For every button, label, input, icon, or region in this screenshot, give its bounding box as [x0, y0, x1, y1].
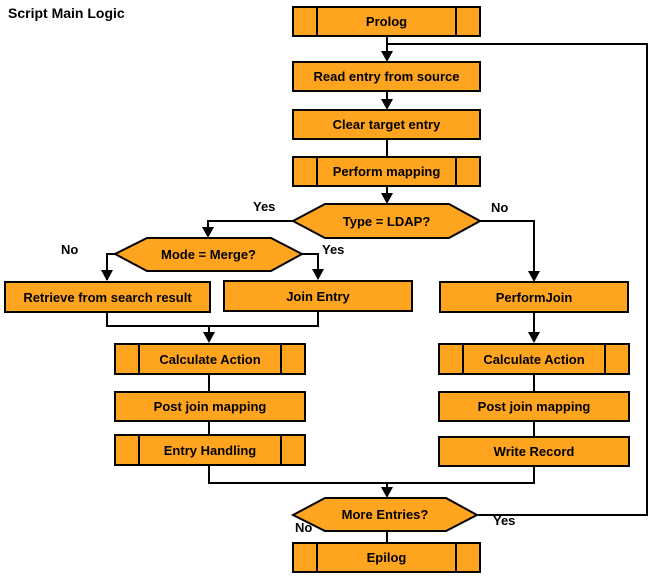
node-read-entry: Read entry from source	[292, 61, 481, 92]
arrow-into-merge	[202, 227, 214, 238]
node-label: Read entry from source	[313, 69, 460, 84]
arrow-into-calc-right	[528, 332, 540, 343]
node-label: PerformJoin	[495, 289, 573, 305]
decision-mode-merge	[112, 237, 305, 272]
segment-divider	[280, 345, 282, 373]
segment-divider	[316, 544, 318, 571]
node-post-join-right: Post join mapping	[438, 391, 630, 422]
arrow-into-read	[381, 51, 393, 62]
segment-divider	[455, 544, 457, 571]
node-epilog: Epilog	[292, 542, 481, 573]
node-label: Post join mapping	[477, 399, 591, 414]
edge-converge-bottom	[208, 466, 535, 484]
segment-divider	[316, 8, 318, 35]
branch-label-merge-yes: Yes	[322, 242, 345, 257]
segment-divider	[604, 345, 606, 373]
node-write-record: Write Record	[438, 436, 630, 467]
arrow-into-calc-left	[203, 332, 215, 343]
segment-divider	[138, 345, 140, 373]
branch-label-ldap-yes: Yes	[253, 199, 276, 214]
edge-loop-back	[388, 43, 648, 516]
arrow-into-performjoin	[528, 271, 540, 282]
segment-divider	[280, 436, 282, 464]
node-label: Post join mapping	[153, 399, 267, 414]
node-post-join-left: Post join mapping	[114, 391, 306, 422]
node-label: Prolog	[365, 14, 408, 29]
node-prolog: Prolog	[292, 6, 481, 37]
segment-divider	[455, 8, 457, 35]
segment-divider	[455, 158, 457, 185]
branch-label-more-no: No	[295, 520, 313, 535]
arrow-into-joinentry	[312, 269, 324, 280]
edge-converge-left	[106, 312, 319, 327]
node-calc-action-right: Calculate Action	[438, 343, 630, 375]
segment-divider	[462, 345, 464, 373]
decision-more-entries	[290, 497, 480, 532]
arrow-into-retrieve	[101, 270, 113, 281]
decision-type-ldap	[290, 203, 483, 239]
node-label: Join Entry	[286, 288, 350, 304]
node-label: Clear target entry	[332, 117, 441, 132]
node-label: Epilog	[366, 550, 407, 565]
node-label: Retrieve from search result	[23, 289, 192, 305]
node-label: Calculate Action	[483, 351, 585, 367]
node-retrieve: Retrieve from search result	[4, 281, 211, 313]
page-title: Script Main Logic	[8, 5, 125, 21]
arrow-into-clear	[381, 99, 393, 110]
node-perform-join: PerformJoin	[439, 281, 629, 313]
node-label: Calculate Action	[159, 351, 261, 367]
node-label: Entry Handling	[163, 442, 257, 458]
node-clear-target: Clear target entry	[292, 109, 481, 140]
node-calc-action-left: Calculate Action	[114, 343, 306, 375]
edge-ldap-yes	[207, 220, 293, 236]
node-label: Write Record	[493, 444, 575, 459]
branch-label-ldap-no: No	[491, 200, 509, 215]
node-entry-handling: Entry Handling	[114, 434, 306, 466]
segment-divider	[138, 436, 140, 464]
branch-label-merge-no: No	[61, 242, 79, 257]
branch-label-more-yes: Yes	[493, 513, 516, 528]
arrow-into-ldap	[381, 193, 393, 204]
edge-ldap-no	[480, 220, 535, 280]
segment-divider	[316, 158, 318, 185]
node-join-entry: Join Entry	[223, 280, 413, 312]
node-perform-mapping: Perform mapping	[292, 156, 481, 187]
arrow-into-more	[381, 487, 393, 498]
node-label: Perform mapping	[332, 164, 441, 179]
